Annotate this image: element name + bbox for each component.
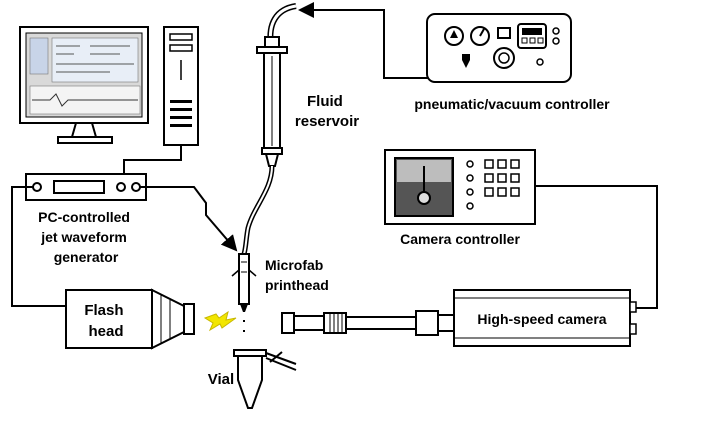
camera-controller-icon (384, 149, 536, 225)
high-speed-camera-icon (281, 289, 637, 347)
waveform-generator-icon (25, 173, 147, 201)
pc-generator-label: PC-controlled jet waveform generator (38, 209, 134, 265)
vial-label: Vial (208, 371, 234, 388)
printhead-label: Microfab printhead (265, 257, 329, 293)
printhead-icon (231, 253, 257, 332)
high-speed-camera-label: High-speed camera (477, 311, 606, 327)
syringe-icon (241, 3, 297, 255)
flash-burst-icon (203, 310, 237, 332)
camera-controller-wire (535, 185, 658, 309)
generator-to-printhead-wire (140, 186, 238, 252)
flash-head-icon (65, 288, 195, 350)
pneumatic-controller-icon (426, 13, 572, 83)
pc-cable (123, 145, 182, 182)
generator-to-flash-wire (11, 186, 66, 307)
vial-icon (233, 349, 297, 409)
computer-icon (19, 26, 199, 146)
fluid-reservoir-label: Fluid reservoir (295, 93, 359, 130)
camera-controller-label: Camera controller (400, 231, 520, 247)
flash-head-label: Flash head (84, 302, 127, 340)
pneumatic-controller-label: pneumatic/vacuum controller (414, 96, 610, 112)
